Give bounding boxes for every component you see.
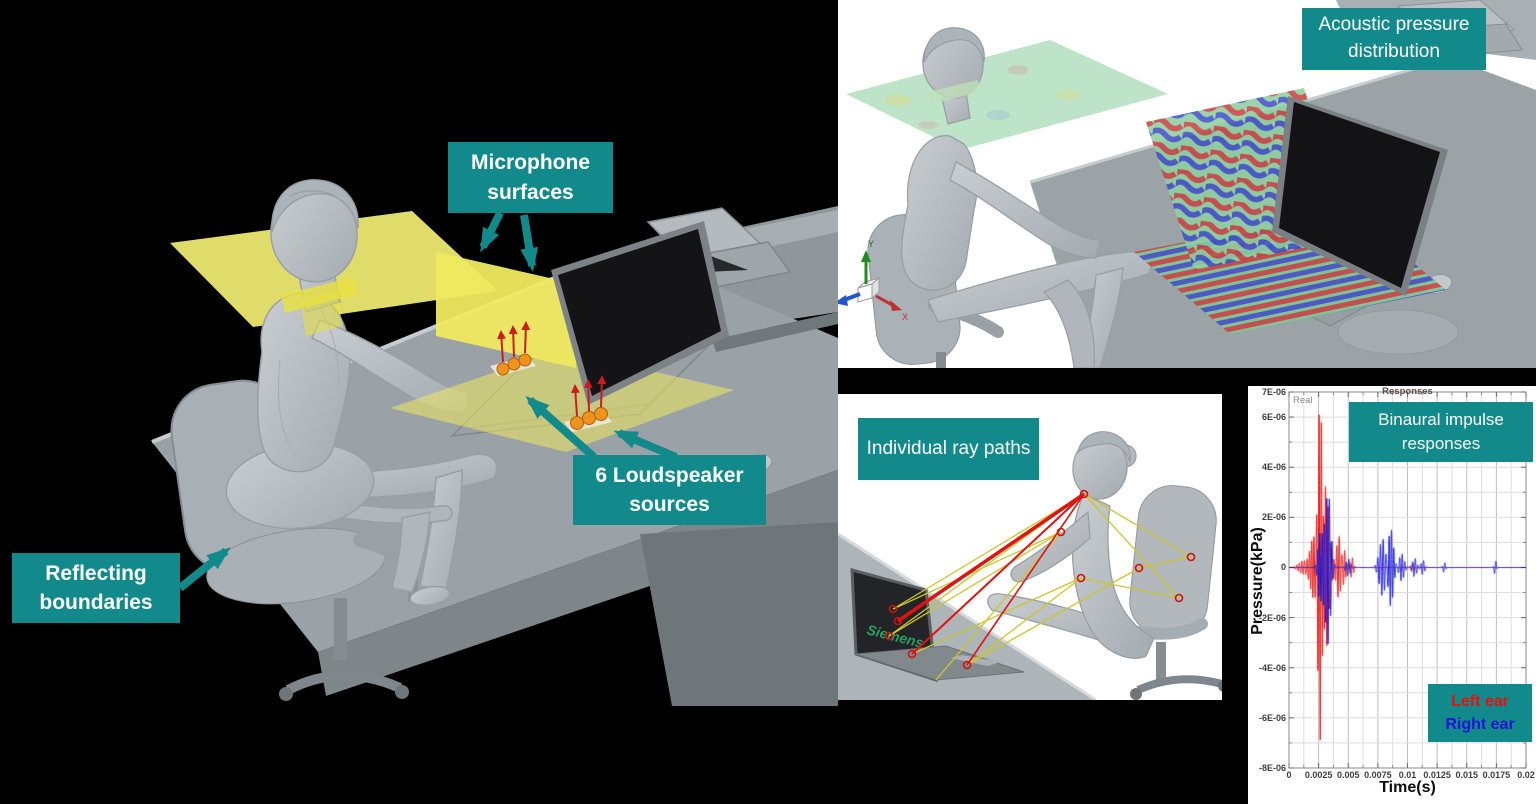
- loudspeaker-arrow-2: [613, 429, 678, 461]
- y-axis-label: Y: [868, 239, 874, 249]
- label-line: Reflecting: [45, 561, 147, 585]
- label-binaural-impulse-responses: Binaural impulse responses: [1349, 402, 1533, 462]
- label-acoustic-pressure: Acoustic pressure distribution: [1302, 8, 1486, 70]
- source-arrow: [597, 375, 607, 408]
- label-line: distribution: [1348, 41, 1440, 62]
- y-tick-label: -6E-06: [1258, 712, 1286, 723]
- x-axis-arrow: [890, 300, 902, 311]
- x-tick-label: 0.0075: [1364, 770, 1392, 780]
- microphone-plane-neck-band: [300, 290, 342, 336]
- arm: [949, 161, 1101, 259]
- laptop-screen: [558, 229, 721, 396]
- y-tick-label: -2E-06: [1258, 612, 1286, 623]
- x-tick-label: 0: [1286, 770, 1292, 780]
- ray-nodes: [884, 489, 1196, 670]
- crossed-leg: [1042, 279, 1095, 368]
- label-loudspeaker-sources: 6 Loudspeaker sources: [573, 455, 766, 525]
- label-line: Microphone: [471, 151, 590, 175]
- microphone-arrow-2: [520, 214, 539, 272]
- chart-title: Responses: [1382, 386, 1433, 397]
- source-arrow: [583, 379, 593, 412]
- chart-panel: Responses Real Pressure(kPa) Time(s) Bin…: [1248, 386, 1536, 804]
- pressure-scene: Y X: [838, 0, 1536, 368]
- source-arrow: [521, 321, 531, 354]
- torso: [1071, 493, 1155, 659]
- y-tick-label: -4E-06: [1258, 662, 1286, 673]
- label-line: 6 Loudspeaker: [595, 463, 744, 487]
- label-individual-ray-paths: Individual ray paths: [858, 418, 1039, 480]
- microphone-arrow-1: [479, 211, 504, 253]
- hair: [271, 179, 359, 233]
- x-tick-label: 0.015: [1455, 770, 1479, 780]
- laptop: Siemens: [850, 568, 1025, 683]
- label-line: Individual ray paths: [866, 437, 1031, 459]
- office-chair: [1129, 485, 1222, 700]
- y-axis-arrow: [861, 250, 871, 262]
- seated-person: [901, 27, 1153, 368]
- ear-legend-box: Left ear Right ear: [1428, 684, 1532, 742]
- microphone-plane-vertical: [436, 252, 576, 368]
- reflecting-arrow: [177, 547, 231, 592]
- head-plane-jaw-band: [928, 80, 981, 104]
- label-line: surfaces: [487, 180, 574, 204]
- laptop-deck: [855, 645, 1025, 681]
- seated-person: [225, 179, 498, 607]
- label-microphone-surfaces: Microphone surfaces: [448, 142, 613, 213]
- source-arrow: [570, 384, 580, 417]
- dominant-ray-paths: [897, 492, 1085, 666]
- x-axis-label: X: [902, 312, 908, 322]
- y-tick-label: 6E-06: [1261, 412, 1286, 423]
- ray-scene: Siemens: [838, 431, 1222, 700]
- label-line: responses: [1401, 434, 1481, 453]
- loudspeaker-group-2: [564, 375, 612, 432]
- annotation-arrows: [177, 211, 678, 592]
- x-tick-label: 0.02: [1517, 770, 1535, 780]
- y-tick-label: 7E-06: [1261, 387, 1286, 397]
- source-arrow: [496, 330, 506, 363]
- torso: [901, 135, 978, 291]
- loudspeaker-group-1: [490, 321, 536, 376]
- label-line: Acoustic pressure: [1318, 14, 1470, 36]
- loudspeaker-arrow-1: [525, 396, 597, 460]
- ray-paths-panel: Siemens: [838, 394, 1222, 700]
- chart-x-axis-label: Time(s): [1379, 779, 1436, 796]
- z-axis-arrow: [838, 295, 848, 306]
- label-line: sources: [629, 493, 710, 516]
- simulation-scene: [151, 179, 838, 706]
- head-pressure-plane: [846, 40, 1168, 150]
- chart-legend-real: Real: [1293, 395, 1313, 406]
- laptop: [1134, 88, 1448, 334]
- seated-person: [987, 431, 1155, 659]
- hair: [1076, 431, 1132, 463]
- left-ear-legend: Left ear: [1451, 692, 1509, 710]
- label-reflecting-boundaries: Reflecting boundaries: [12, 553, 180, 623]
- x-tick-label: 0.0025: [1304, 770, 1333, 780]
- y-tick-label: 0: [1280, 562, 1286, 573]
- label-line: boundaries: [39, 591, 153, 614]
- axis-triad: Y X: [838, 239, 908, 322]
- mousepad: [1337, 309, 1459, 355]
- laptop: [390, 221, 734, 452]
- label-line: Binaural impulse: [1378, 410, 1504, 430]
- y-tick-label: 2E-06: [1261, 512, 1286, 523]
- x-tick-label: 0.005: [1336, 770, 1360, 780]
- source-arrow: [508, 325, 518, 358]
- hair: [923, 27, 985, 63]
- laptop-screen: [1279, 102, 1440, 288]
- x-tick-label: 0.0125: [1423, 770, 1451, 780]
- y-tick-label: 4E-06: [1261, 462, 1286, 473]
- right-ear-legend: Right ear: [1445, 716, 1515, 733]
- x-tick-label: 0.01: [1398, 770, 1417, 780]
- acoustic-pressure-panel: Y X Acoustic pressure distribution: [838, 0, 1536, 368]
- x-tick-label: 0.0175: [1482, 770, 1511, 780]
- y-tick-label: -8E-06: [1258, 763, 1286, 773]
